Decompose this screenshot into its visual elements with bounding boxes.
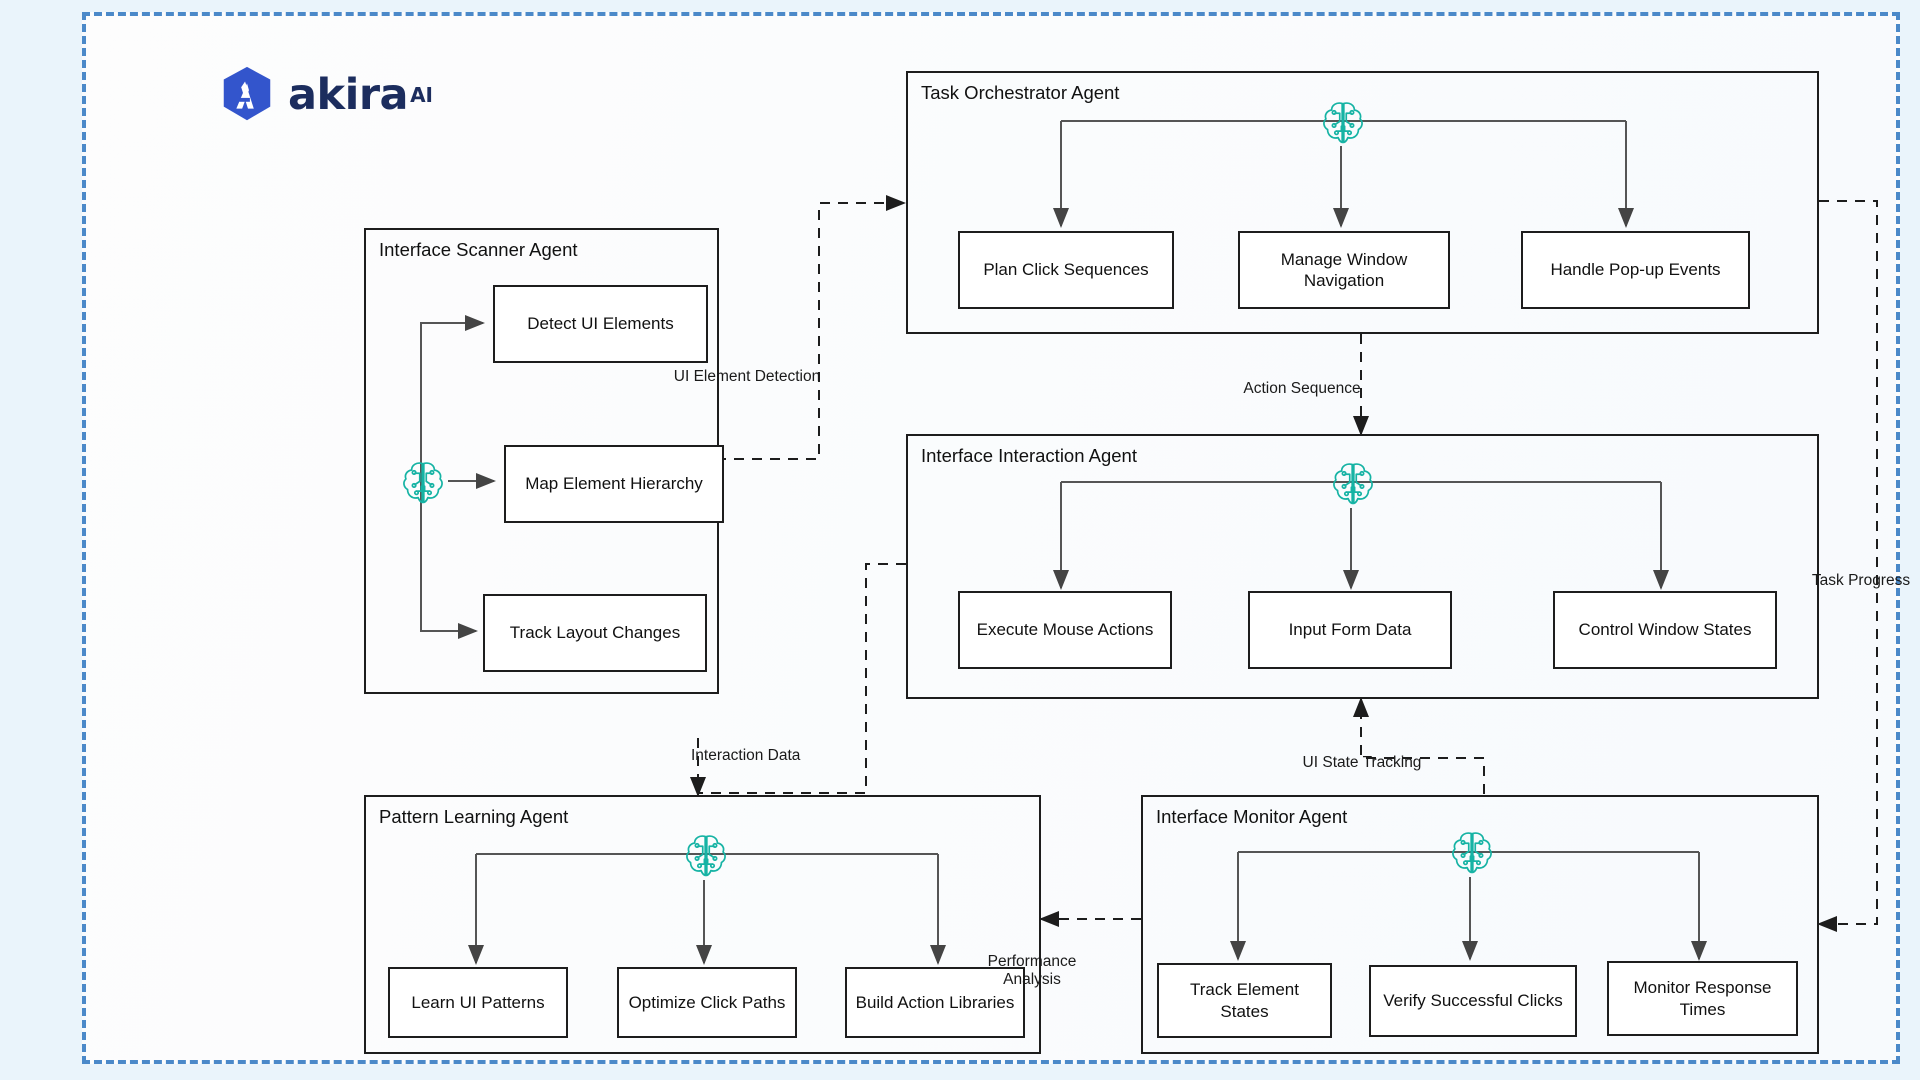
node-track-element-states[interactable]: Track Element States bbox=[1157, 963, 1332, 1038]
agent-interface-scanner[interactable]: Interface Scanner Agent bbox=[364, 228, 724, 694]
brain-circuit-icon bbox=[1317, 97, 1369, 149]
node-label: Map Element Hierarchy bbox=[525, 474, 703, 494]
node-track-layout-changes[interactable]: Track Layout Changes bbox=[483, 594, 707, 672]
edge-label-performance-analysis: Performance Analysis bbox=[987, 952, 1077, 989]
node-learn-ui-patterns[interactable]: Learn UI Patterns bbox=[388, 967, 568, 1038]
agent-interface-monitor[interactable]: Interface Monitor Agent bbox=[1141, 795, 1819, 1054]
akira-logo: akira AI bbox=[216, 64, 433, 126]
edge-label-action-sequence: Action Sequence bbox=[1243, 379, 1361, 397]
node-label: Execute Mouse Actions bbox=[976, 620, 1154, 640]
node-label: Optimize Click Paths bbox=[628, 992, 786, 1012]
agent-title: Pattern Learning Agent bbox=[379, 806, 569, 827]
node-optimize-click-paths[interactable]: Optimize Click Paths bbox=[617, 967, 797, 1038]
node-label: Build Action Libraries bbox=[855, 992, 1015, 1012]
node-label: Verify Successful Clicks bbox=[1383, 991, 1563, 1011]
node-label: Track Layout Changes bbox=[509, 623, 681, 643]
agent-pattern-learning[interactable]: Pattern Learning Agent bbox=[364, 795, 1041, 1054]
node-build-action-libraries[interactable]: Build Action Libraries bbox=[845, 967, 1025, 1038]
edge-label-task-progress: Task Progress bbox=[1811, 571, 1911, 589]
node-manage-window-navigation[interactable]: Manage Window Navigation bbox=[1238, 231, 1450, 309]
node-label: Learn UI Patterns bbox=[411, 992, 545, 1012]
agent-interface-interaction[interactable]: Interface Interaction Agent bbox=[906, 434, 1819, 699]
node-label: Control Window States bbox=[1578, 620, 1752, 640]
node-map-element-hierarchy[interactable]: Map Element Hierarchy bbox=[504, 445, 724, 523]
node-label: Monitor Response Times bbox=[1633, 978, 1772, 1019]
brain-circuit-icon bbox=[397, 457, 449, 509]
diagram-frame: akira AI bbox=[82, 12, 1910, 1064]
node-plan-click-sequences[interactable]: Plan Click Sequences bbox=[958, 231, 1174, 309]
node-verify-successful-clicks[interactable]: Verify Successful Clicks bbox=[1369, 965, 1577, 1037]
agent-title: Task Orchestrator Agent bbox=[921, 82, 1120, 103]
brain-circuit-icon bbox=[1327, 458, 1379, 510]
node-handle-popup-events[interactable]: Handle Pop-up Events bbox=[1521, 231, 1750, 309]
node-label: Manage Window Navigation bbox=[1280, 249, 1408, 290]
agent-title: Interface Monitor Agent bbox=[1156, 806, 1348, 827]
node-control-window-states[interactable]: Control Window States bbox=[1553, 591, 1777, 669]
brand-wordmark: akira bbox=[288, 69, 409, 120]
brain-circuit-icon bbox=[1446, 827, 1498, 879]
node-detect-ui-elements[interactable]: Detect UI Elements bbox=[493, 285, 708, 363]
brain-circuit-icon bbox=[680, 830, 732, 882]
node-monitor-response-times[interactable]: Monitor Response Times bbox=[1607, 961, 1798, 1036]
node-label: Handle Pop-up Events bbox=[1550, 260, 1721, 280]
edge-label-interaction-data: Interaction Data bbox=[691, 746, 801, 764]
edge-label-ui-element-detection: UI Element Detection bbox=[673, 367, 821, 385]
node-label: Plan Click Sequences bbox=[983, 260, 1149, 280]
node-label: Detect UI Elements bbox=[527, 314, 674, 334]
node-execute-mouse-actions[interactable]: Execute Mouse Actions bbox=[958, 591, 1172, 669]
agent-title: Interface Scanner Agent bbox=[379, 239, 578, 260]
akira-hexagon-logo-icon bbox=[216, 64, 278, 126]
brand-superscript: AI bbox=[410, 83, 433, 107]
node-label: Input Form Data bbox=[1288, 620, 1412, 640]
agent-task-orchestrator[interactable]: Task Orchestrator Agent bbox=[906, 71, 1819, 334]
node-input-form-data[interactable]: Input Form Data bbox=[1248, 591, 1452, 669]
node-label: Track Element States bbox=[1190, 980, 1299, 1021]
edge-label-ui-state-tracking: UI State Tracking bbox=[1302, 753, 1422, 771]
agent-title: Interface Interaction Agent bbox=[921, 445, 1137, 466]
